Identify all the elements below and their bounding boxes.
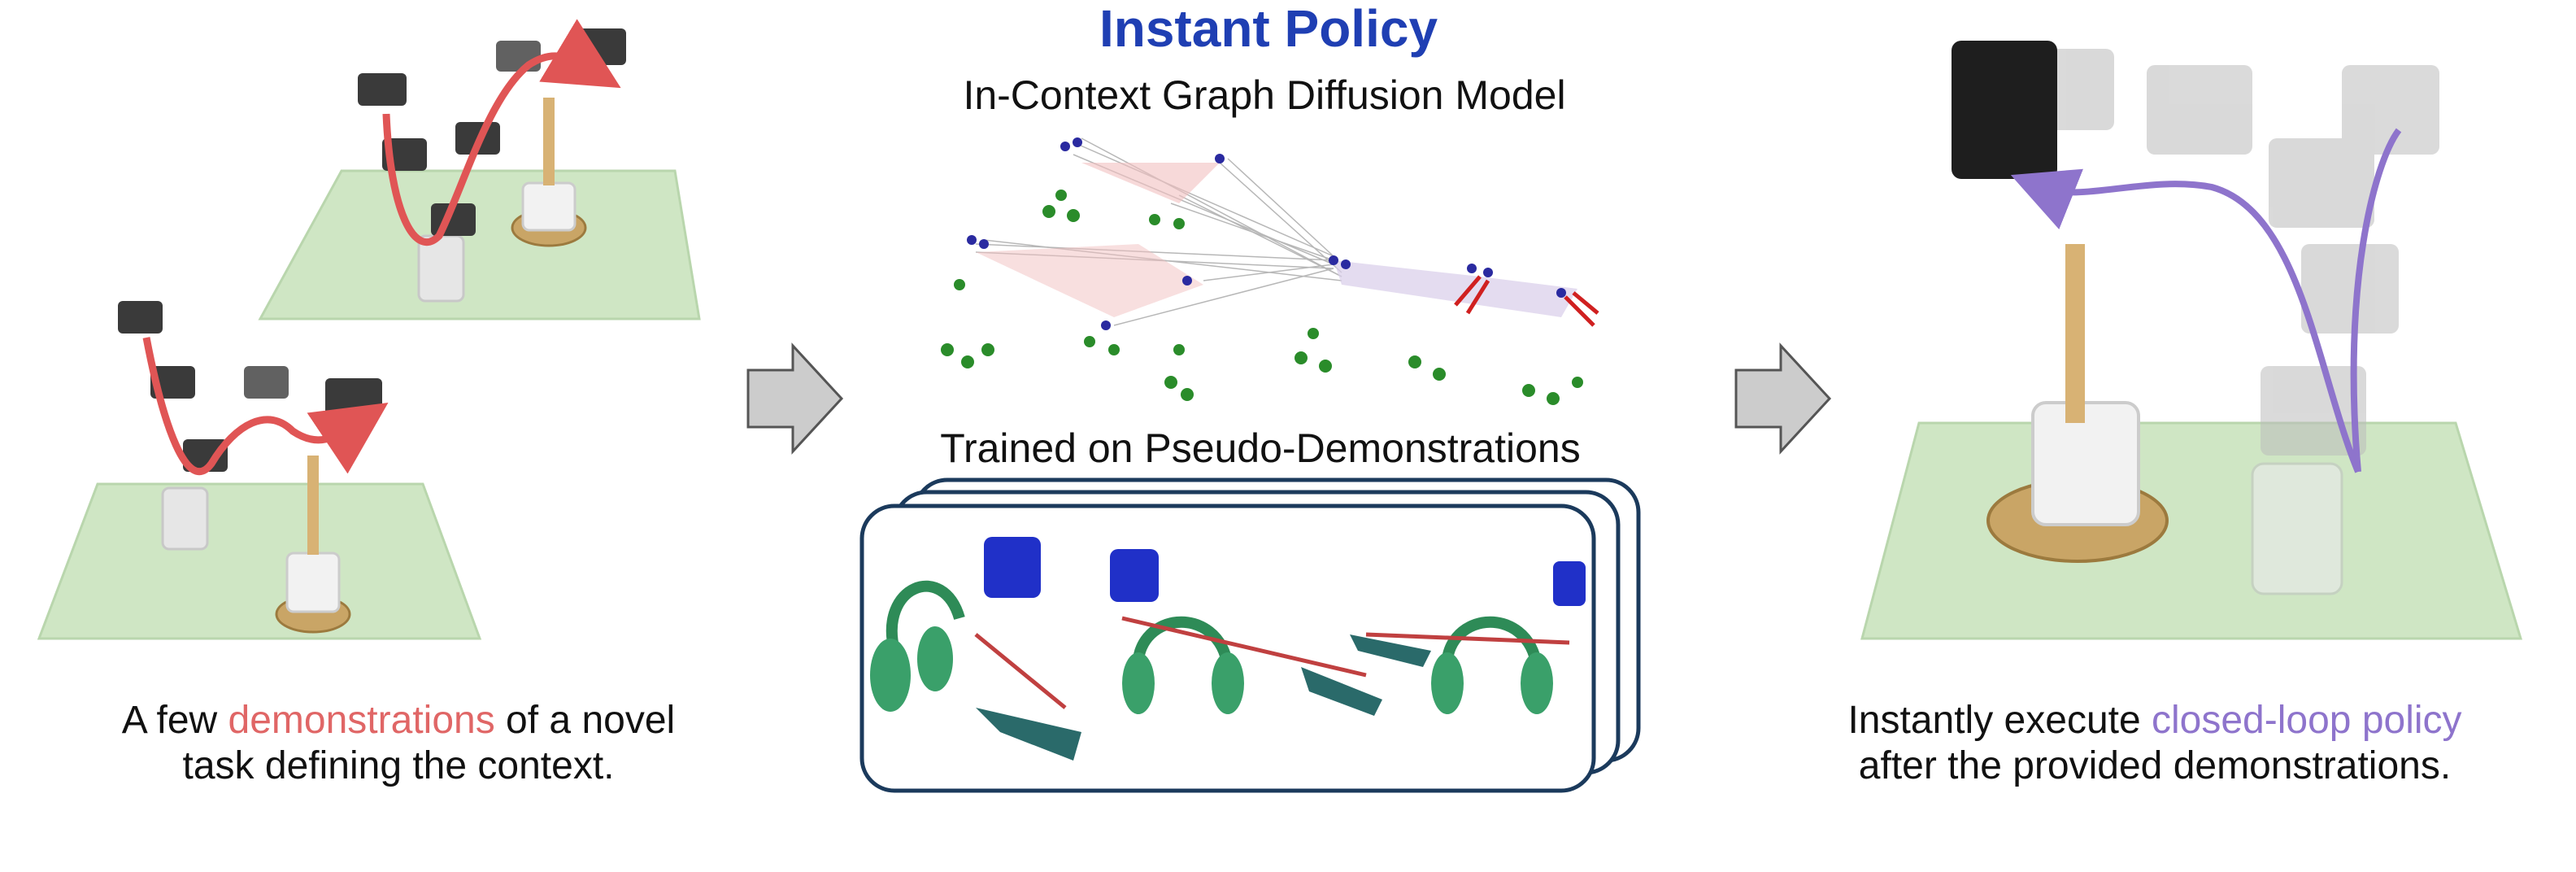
holder-pole — [2065, 244, 2085, 423]
toilet-roll — [521, 181, 577, 232]
right-caption-line2: after the provided demonstrations. — [1858, 744, 2452, 787]
flow-arrow-2 — [1734, 342, 1832, 455]
caption-text: A few — [121, 699, 228, 742]
holder-pole — [543, 98, 555, 185]
table-surface — [37, 482, 482, 640]
holder-pole — [307, 456, 319, 555]
caption-text: of a novel — [494, 699, 676, 742]
right-caption: Instantly execute closed-loop policy aft… — [1773, 698, 2537, 789]
left-caption-line2: task defining the context. — [182, 744, 615, 787]
pseudo-demo-cards — [859, 477, 1641, 793]
execution-scene — [1860, 41, 2523, 640]
flow-arrow-1 — [746, 342, 844, 455]
toilet-roll — [2031, 401, 2140, 526]
gripper-current — [1952, 41, 2057, 179]
table-surface — [258, 169, 701, 320]
closed-loop-policy-highlight: closed-loop policy — [2152, 699, 2462, 742]
training-label: Trained on Pseudo-Demonstrations — [940, 425, 1581, 471]
figure-title: Instant Policy — [1099, 0, 1438, 58]
left-caption: A few demonstrations of a novel task def… — [24, 698, 772, 789]
table-surface — [1860, 421, 2523, 640]
toilet-roll — [285, 552, 341, 613]
policy-arrow — [2041, 128, 2402, 473]
trajectory-arrow — [382, 19, 621, 246]
demonstrations-highlight: demonstrations — [228, 699, 495, 742]
demo-scene-front — [37, 301, 482, 640]
right-caption-line1: Instantly execute closed-loop policy — [1773, 698, 2537, 743]
left-caption-line1: A few demonstrations of a novel — [24, 698, 772, 743]
graph-model-label: In-Context Graph Diffusion Model — [963, 72, 1566, 118]
graph-diffusion-visual — [941, 137, 1599, 405]
trajectory-arrow — [142, 337, 389, 476]
demo-scene-back — [258, 19, 701, 320]
cup — [2251, 462, 2343, 595]
caption-text: Instantly execute — [1847, 699, 2152, 742]
cup — [161, 486, 209, 551]
